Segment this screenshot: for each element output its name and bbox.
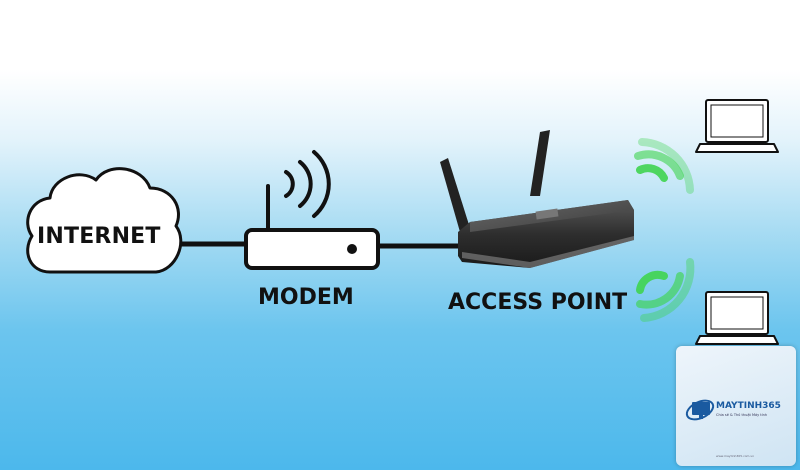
watermark-brand: MAYTINH365 (716, 401, 781, 411)
modem-icon (244, 150, 380, 270)
wifi-signal-lower-icon (636, 258, 695, 322)
watermark-logo: MAYTINH365 Chia sẻ & Thủ thuật Máy tính … (676, 346, 796, 466)
watermark-tagline: Chia sẻ & Thủ thuật Máy tính (716, 413, 768, 417)
wifi-signal-upper-icon (634, 138, 694, 194)
monitor-logo-icon (685, 399, 715, 421)
cloud-icon (26, 167, 183, 274)
access-point-label: ACCESS POINT (448, 290, 628, 315)
modem-label: MODEM (258, 285, 354, 310)
access-point-icon (440, 130, 634, 268)
laptop-upper-icon (695, 99, 779, 153)
laptop-lower-icon (695, 291, 779, 345)
watermark-footer: www.maytinh365.com.vn (716, 454, 755, 458)
internet-label: INTERNET (37, 224, 161, 249)
